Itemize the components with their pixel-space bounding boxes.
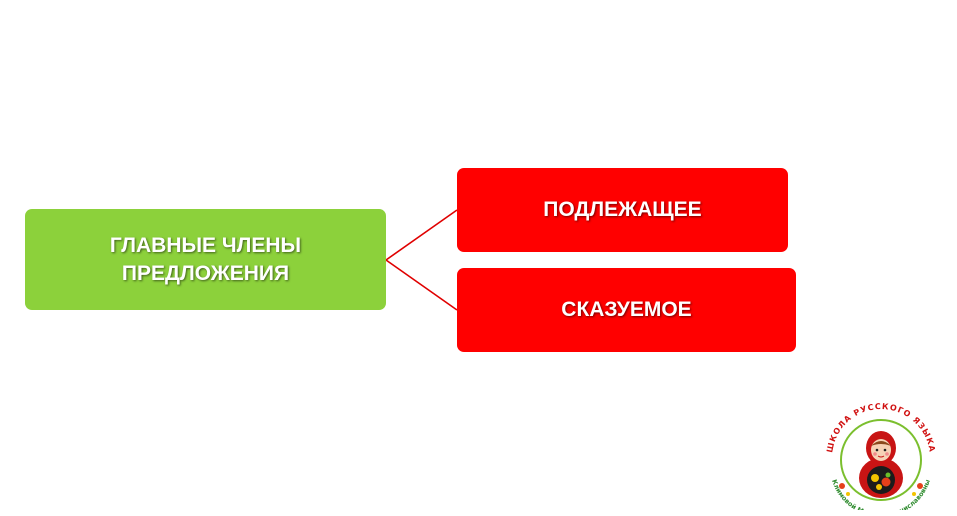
matryoshka-icon <box>859 431 903 498</box>
connector-to-subject <box>385 209 458 261</box>
connector-to-predicate <box>385 259 458 311</box>
node-predicate: СКАЗУЕМОЕ <box>457 268 796 352</box>
node-subject: ПОДЛЕЖАЩЕЕ <box>457 168 788 252</box>
school-logo: ШКОЛА РУССКОГО ЯЗЫКА Климовой Марины Ста… <box>825 402 936 510</box>
root-node-main-sentence-members: ГЛАВНЫЕ ЧЛЕНЫ ПРЕДЛОЖЕНИЯ <box>25 209 386 310</box>
